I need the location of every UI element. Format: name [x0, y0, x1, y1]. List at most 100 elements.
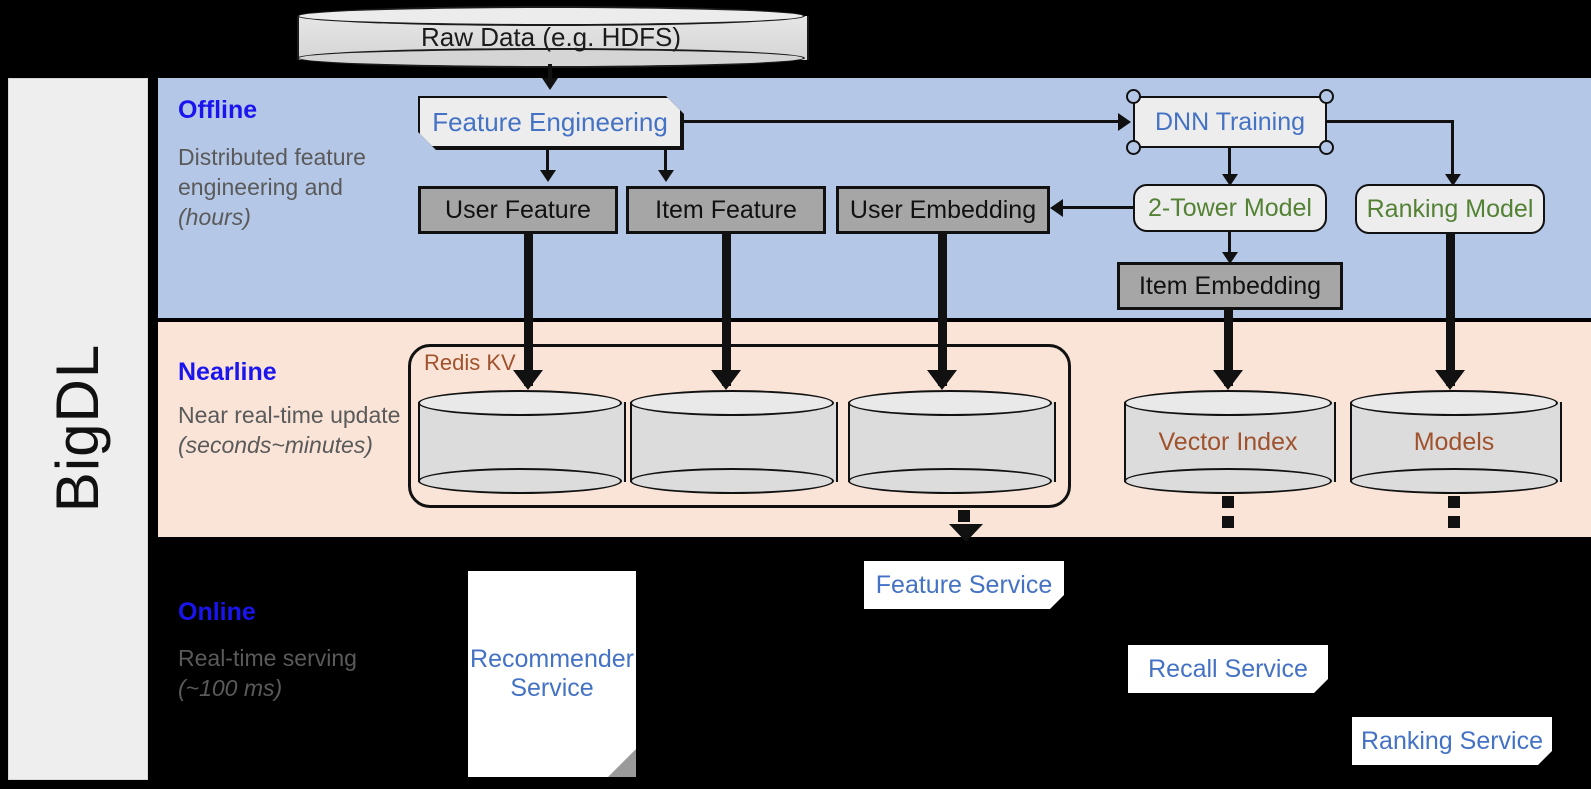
band-subtitle-nearline: Near real-time update (seconds~minutes)	[178, 400, 403, 460]
arrowhead-twotower-itemembedding	[1222, 252, 1238, 264]
cylinder-top	[1124, 390, 1332, 416]
user-feature-node[interactable]: User Feature	[418, 186, 618, 234]
band-subtitle-nearline-emph: (seconds~minutes)	[178, 432, 373, 458]
connector-userfeature-store	[524, 234, 533, 386]
connector-dnn-ranking-h	[1327, 120, 1454, 123]
connector-twotower-userembedding	[1062, 206, 1134, 209]
recommender-service-label: Recommender Service	[470, 645, 634, 702]
arrowhead-redis-featureservice	[949, 524, 983, 542]
raw-data-label: Raw Data (e.g. HDFS)	[420, 21, 682, 52]
connector-twotower-itemembedding	[1228, 232, 1231, 260]
band-title-offline: Offline	[178, 96, 258, 124]
cylinder-top	[630, 390, 834, 416]
models-label: Models	[1413, 427, 1495, 456]
dash-segment-recall-2	[1222, 516, 1234, 528]
cylinder-top	[1350, 390, 1558, 416]
arrowhead-twotower-userembedding	[1050, 199, 1063, 217]
ranking-service-node[interactable]: Ranking Service	[1352, 717, 1552, 765]
item-feature-node[interactable]: Item Feature	[626, 186, 826, 234]
arrowhead-fe-dnn	[1118, 113, 1131, 131]
feature-service-node[interactable]: Feature Service	[864, 561, 1064, 609]
dnn-training-label: DNN Training	[1154, 107, 1306, 136]
dash-segment-featureservice-1	[958, 510, 970, 522]
arrowhead-dnn-ranking	[1445, 174, 1461, 186]
connector-itemembedding-vectorindex	[1224, 310, 1233, 386]
item-embedding-node[interactable]: Item Embedding	[1117, 262, 1343, 310]
connector-fe-dnn	[684, 120, 1120, 123]
feature-engineering-node[interactable]: Feature Engineering	[418, 96, 682, 148]
band-subtitle-offline-emph: (hours)	[178, 204, 251, 230]
redis-kv-container[interactable]	[408, 344, 1071, 508]
dash-segment-ranking-1	[1448, 496, 1460, 508]
raw-data-store[interactable]: Raw Data (e.g. HDFS)	[297, 6, 809, 68]
item-feature-label: Item Feature	[655, 195, 797, 224]
arrowhead-dnn-twotower	[1222, 174, 1238, 186]
cylinder-bottom	[418, 468, 622, 494]
user-embedding-label: User Embedding	[849, 195, 1037, 224]
band-subtitle-online: Real-time serving (~100 ms)	[178, 643, 393, 703]
connector-rawdata-fe	[548, 64, 552, 86]
arrowhead-userfeature-store	[513, 370, 543, 390]
dnn-training-node[interactable]: DNN Training	[1126, 89, 1334, 155]
redis-store-user-embedding[interactable]	[848, 390, 1056, 494]
page-fold-icon	[1314, 679, 1328, 693]
feature-service-label: Feature Service	[875, 570, 1053, 599]
recall-service-label: Recall Service	[1148, 654, 1308, 683]
arrowhead-fe-userfeature	[540, 170, 556, 182]
cylinder-bottom	[1350, 468, 1558, 494]
band-subtitle-nearline-text: Near real-time update	[178, 402, 401, 428]
arrowhead-rankingmodel-models	[1435, 370, 1465, 390]
band-subtitle-online-text: Real-time serving	[178, 645, 357, 671]
arrowhead-userembedding-store	[927, 370, 957, 390]
user-embedding-node[interactable]: User Embedding	[836, 186, 1050, 234]
band-subtitle-offline-text: Distributed feature engineering and	[178, 144, 366, 200]
connector-fe-itemfeature	[664, 148, 667, 174]
arrowhead-fe-itemfeature	[658, 170, 674, 182]
connector-fe-userfeature	[546, 148, 549, 174]
page-fold-icon	[1050, 595, 1064, 609]
models-store[interactable]: Models	[1350, 390, 1562, 494]
arrowhead-itemfeature-store	[711, 370, 741, 390]
dash-segment-ranking-2	[1448, 516, 1460, 528]
page-fold-icon	[1538, 751, 1552, 765]
item-embedding-label: Item Embedding	[1138, 271, 1322, 300]
redis-store-user-embedding-label	[848, 390, 1052, 494]
nick-bottom-right	[1319, 140, 1334, 155]
band-title-online: Online	[178, 598, 256, 626]
nick-bottom-left	[1126, 140, 1141, 155]
cylinder-bottom	[1124, 468, 1332, 494]
connector-userembedding-store	[938, 234, 947, 386]
band-subtitle-offline: Distributed feature engineering and (hou…	[178, 142, 393, 232]
cylinder-bottom	[848, 468, 1052, 494]
connector-dnn-twotower	[1228, 148, 1231, 180]
ranking-service-label: Ranking Service	[1360, 726, 1544, 755]
cylinder-top	[848, 390, 1052, 416]
vector-index-label: Vector Index	[1158, 427, 1298, 456]
redis-store-item-feature[interactable]	[630, 390, 838, 494]
connector-dnn-ranking-v	[1451, 120, 1454, 180]
recommender-service-node[interactable]: Recommender Service	[468, 571, 636, 777]
recall-service-node[interactable]: Recall Service	[1128, 645, 1328, 693]
ranking-model-node[interactable]: Ranking Model	[1355, 184, 1545, 234]
redis-store-user-feature-label	[418, 390, 622, 494]
redis-store-item-feature-label	[630, 390, 834, 494]
ranking-model-label: Ranking Model	[1366, 194, 1534, 223]
dnn-training-shape	[1133, 96, 1327, 148]
vector-index-store[interactable]: Vector Index	[1124, 390, 1336, 494]
two-tower-model-node[interactable]: 2-Tower Model	[1133, 184, 1327, 232]
cylinder-top	[418, 390, 622, 416]
arrowhead-itemembedding-vectorindex	[1213, 370, 1243, 390]
nick-top-left	[1126, 89, 1141, 104]
feature-engineering-label: Feature Engineering	[432, 106, 668, 137]
arrowhead-rawdata-fe	[542, 78, 558, 90]
user-feature-label: User Feature	[445, 195, 591, 224]
band-title-nearline: Nearline	[178, 358, 277, 386]
redis-store-user-feature[interactable]	[418, 390, 626, 494]
band-subtitle-online-emph: (~100 ms)	[178, 675, 283, 701]
two-tower-model-label: 2-Tower Model	[1148, 193, 1312, 222]
cylinder-top	[297, 6, 805, 26]
cylinder-bottom	[630, 468, 834, 494]
redis-kv-label: Redis KV	[424, 350, 516, 375]
connector-rankingmodel-models	[1446, 234, 1455, 386]
